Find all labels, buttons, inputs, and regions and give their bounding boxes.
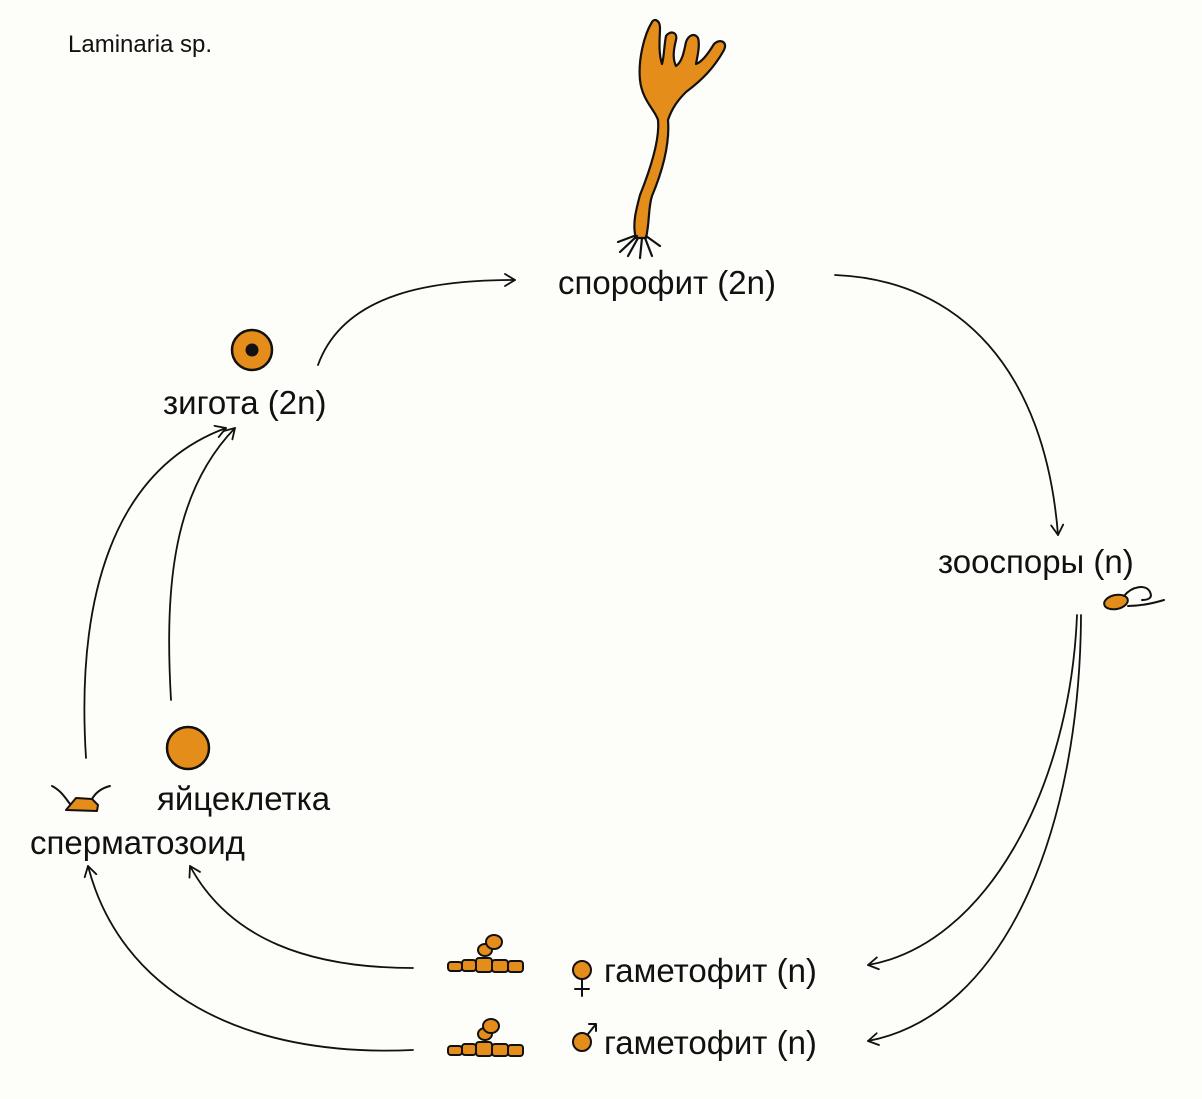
edge-sperm-to-zygote xyxy=(83,424,227,759)
female-symbol: ♀ xyxy=(571,954,596,987)
egg-cell-icon xyxy=(165,725,211,771)
edge-zoospores-to-female-gametophyte xyxy=(867,614,1078,971)
diagram-title: Laminaria sp. xyxy=(68,31,213,58)
sperm-icon xyxy=(51,785,111,812)
male-symbol: ♂ xyxy=(571,1026,596,1059)
filament-icon xyxy=(447,1018,524,1057)
zygote-icon xyxy=(230,328,274,372)
label-zoospores: зооспоры (n) xyxy=(938,543,1134,580)
label-sporophyte: спорофит (2n) xyxy=(558,264,776,301)
filament-icon xyxy=(447,934,524,973)
edge-sporophyte-to-zoospores xyxy=(834,274,1065,536)
label-female-gametophyte: гаметофит (n) xyxy=(604,952,817,989)
edge-female-gametophyte-to-egg xyxy=(188,865,414,969)
edge-zygote-to-sporophyte xyxy=(317,273,516,366)
label-sperm: сперматозоид xyxy=(30,824,245,861)
female-symbol-icon xyxy=(572,960,592,997)
kelp-icon xyxy=(616,18,727,260)
edge-zoospores-to-male-gametophyte xyxy=(867,614,1082,1046)
label-zygote: зигота (2n) xyxy=(163,384,327,421)
edge-male-gametophyte-to-sperm xyxy=(83,865,414,1052)
label-male-gametophyte: гаметофит (n) xyxy=(604,1024,817,1061)
zoospore-icon xyxy=(1103,586,1165,611)
label-egg: яйцеклетка xyxy=(157,780,331,817)
edge-egg-to-zygote xyxy=(168,427,236,701)
male-symbol-icon xyxy=(572,1023,597,1052)
